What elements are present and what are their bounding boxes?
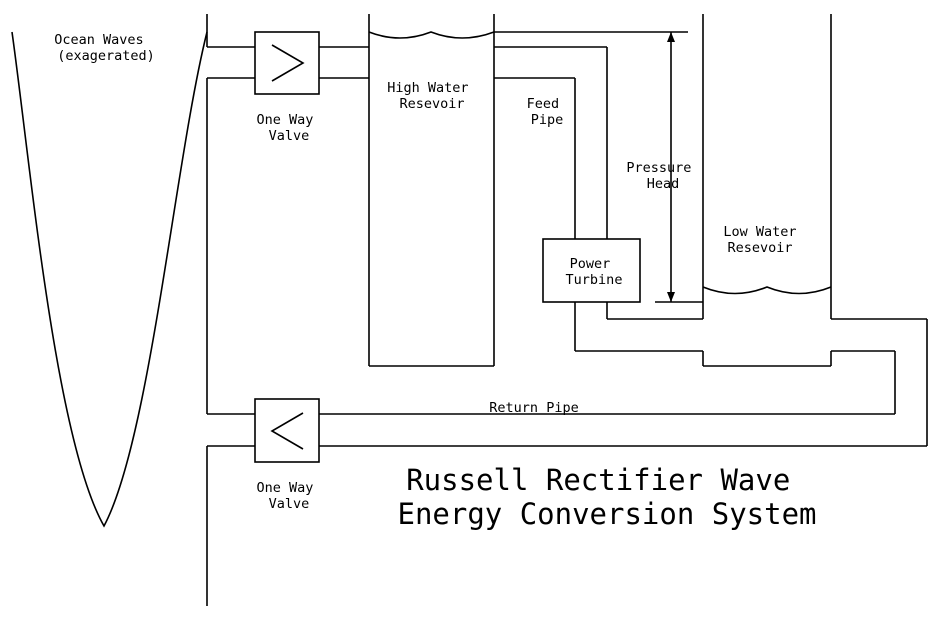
high-water-reservoir — [368, 14, 495, 367]
feed-pipe-label: Feed Pipe — [527, 96, 568, 128]
low-water-reservoir — [702, 14, 832, 319]
pressure-head-label: Pressure Head — [626, 160, 699, 192]
one-way-valve-top — [254, 31, 320, 95]
ocean-wave-curve — [11, 31, 208, 528]
one-way-valve-bottom-label: One Way Valve — [256, 480, 321, 512]
inlet-pipe — [207, 46, 369, 79]
power-turbine-box — [542, 238, 641, 303]
return-pipe — [207, 413, 927, 447]
pressure-head-indicator — [655, 32, 703, 303]
feed-pipe — [494, 31, 703, 320]
diagram-title: Russell Rectifier Wave Energy Conversion… — [397, 463, 816, 531]
valve-arrow-left-icon — [270, 412, 304, 450]
valve-arrow-right-icon — [271, 44, 305, 82]
one-way-valve-bottom — [254, 398, 320, 463]
high-water-reservoir-label: High Water Resevoir — [387, 80, 476, 112]
low-water-reservoir-label: Low Water Resevoir — [723, 224, 804, 256]
power-turbine-label: Power Turbine — [566, 256, 623, 288]
return-pipe-label: Return Pipe — [489, 400, 578, 416]
discharge-pipe — [574, 302, 928, 446]
low-water-surface — [702, 286, 832, 295]
high-water-surface — [368, 31, 495, 39]
one-way-valve-top-label: One Way Valve — [256, 112, 321, 144]
ocean-waves-label: Ocean Waves (exagerated) — [54, 32, 155, 64]
